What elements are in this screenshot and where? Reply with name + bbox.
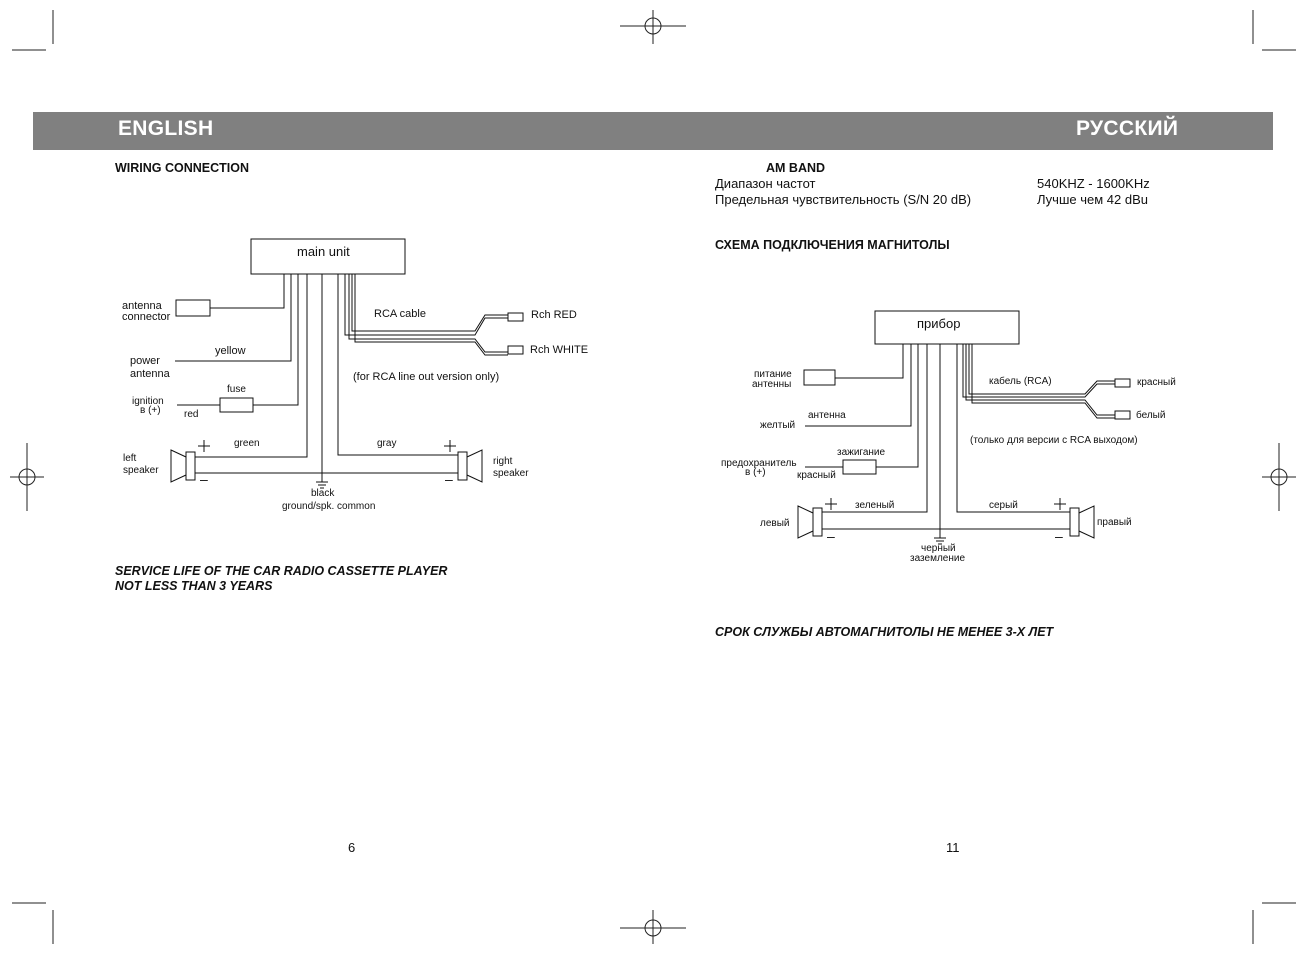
left-minus: – (827, 528, 835, 544)
gray-label: серый (989, 500, 1018, 511)
service-life-english: SERVICE LIFE OF THE CAR RADIO CASSETTE P… (115, 564, 447, 594)
spec-row-2-value: Лучше чем 42 dBu (1037, 192, 1148, 207)
red-plug (1114, 378, 1131, 388)
antenna-label: антенна (808, 410, 846, 421)
antenna-connector-label-1: antenna (122, 300, 163, 312)
right-speaker-icon (457, 451, 468, 481)
power-antenna-label-2: antenna (130, 368, 171, 380)
rca-cable-label: RCA cable (374, 308, 426, 320)
black-label: черный (921, 543, 956, 554)
red-label: красный (797, 470, 836, 481)
black-label: black (311, 488, 335, 499)
wiring-connection-title: WIRING CONNECTION (115, 161, 250, 175)
ignition-label-1: ignition (132, 396, 164, 407)
antenna-connector-box (175, 299, 211, 317)
left-label: левый (760, 518, 789, 529)
fuse-label-1: предохранитель (721, 458, 797, 469)
antenna-power-box (803, 369, 836, 386)
right-speaker-icon (1069, 507, 1080, 537)
rch-white-label: Rch WHITE (530, 344, 588, 356)
spec-row-1-value: 540KHZ - 1600KHz (1037, 176, 1150, 191)
white-out-label: белый (1136, 409, 1165, 421)
main-unit-box (874, 310, 1020, 345)
yellow-label: yellow (215, 345, 246, 357)
left-speaker-label-2: speaker (123, 465, 159, 476)
header-bar (33, 112, 1273, 150)
rch-white-plug (507, 345, 524, 355)
left-minus: – (200, 471, 208, 487)
fuse-box (219, 397, 254, 413)
header-title-english: ENGLISH (118, 117, 214, 140)
am-band-title: AM BAND (766, 161, 826, 175)
ground-label: ground/spk. common (282, 501, 375, 512)
wiring-scheme-title: СХЕМА ПОДКЛЮЧЕНИЯ МАГНИТОЛЫ (715, 238, 950, 252)
red-out-label: красный (1137, 377, 1176, 388)
fuse-label-2: в (+) (745, 467, 766, 478)
wiring-diagram-english: main unit antenna connector yellow power… (122, 238, 588, 512)
ground-label: заземление (910, 553, 965, 564)
right-minus: – (445, 471, 453, 487)
fuse-label: fuse (227, 384, 246, 395)
right-speaker-label-1: right (493, 456, 513, 467)
wiring-diagram-russian: прибор питание антенны антенна желтый ка… (721, 310, 1176, 564)
antenna-connector-label-2: connector (122, 311, 171, 323)
main-unit-label: прибор (917, 316, 960, 331)
antenna-power-label-2: антенны (752, 379, 791, 390)
spec-row-2-label: Предельная чувствительность (S/N 20 dB) (715, 192, 972, 207)
left-speaker-icon (185, 451, 196, 481)
page-number-right: 11 (946, 840, 960, 855)
main-unit-box (250, 238, 406, 275)
rca-note-label: (только для версии с RCA выходом) (970, 435, 1138, 446)
spec-row-1-label: Диапазон частот (715, 176, 816, 191)
fuse-box (842, 459, 877, 475)
main-unit-label: main unit (297, 244, 350, 259)
green-label: green (234, 438, 260, 449)
ignition-label: зажигание (837, 447, 886, 458)
right-label: правый (1097, 517, 1132, 528)
red-label: red (184, 409, 198, 420)
service-life-line-1: SERVICE LIFE OF THE CAR RADIO CASSETTE P… (115, 564, 448, 578)
left-speaker-icon (812, 507, 823, 537)
page-number-left: 6 (348, 840, 356, 855)
right-speaker-label-2: speaker (493, 468, 529, 479)
gray-label: gray (377, 438, 396, 449)
yellow-label: желтый (760, 420, 795, 431)
service-life-line-2: NOT LESS THAN 3 YEARS (115, 579, 273, 593)
header-title-russian: РУССКИЙ (1076, 117, 1179, 140)
rch-red-label: Rch RED (531, 309, 577, 321)
rch-red-plug (507, 312, 524, 322)
rca-cable-label: кабель (RCA) (989, 375, 1052, 387)
right-minus: – (1055, 528, 1063, 544)
green-label: зеленый (855, 500, 894, 511)
ignition-label-2: в (+) (140, 405, 161, 416)
rca-note-label: (for RCA line out version only) (353, 371, 499, 383)
power-antenna-label-1: power (130, 355, 160, 367)
left-speaker-label-1: left (123, 453, 137, 464)
antenna-power-label-1: питание (754, 369, 792, 380)
white-plug (1114, 410, 1131, 420)
service-life-russian: СРОК СЛУЖБЫ АВТОМАГНИТОЛЫ НЕ МЕНЕЕ 3-Х Л… (715, 625, 1054, 639)
